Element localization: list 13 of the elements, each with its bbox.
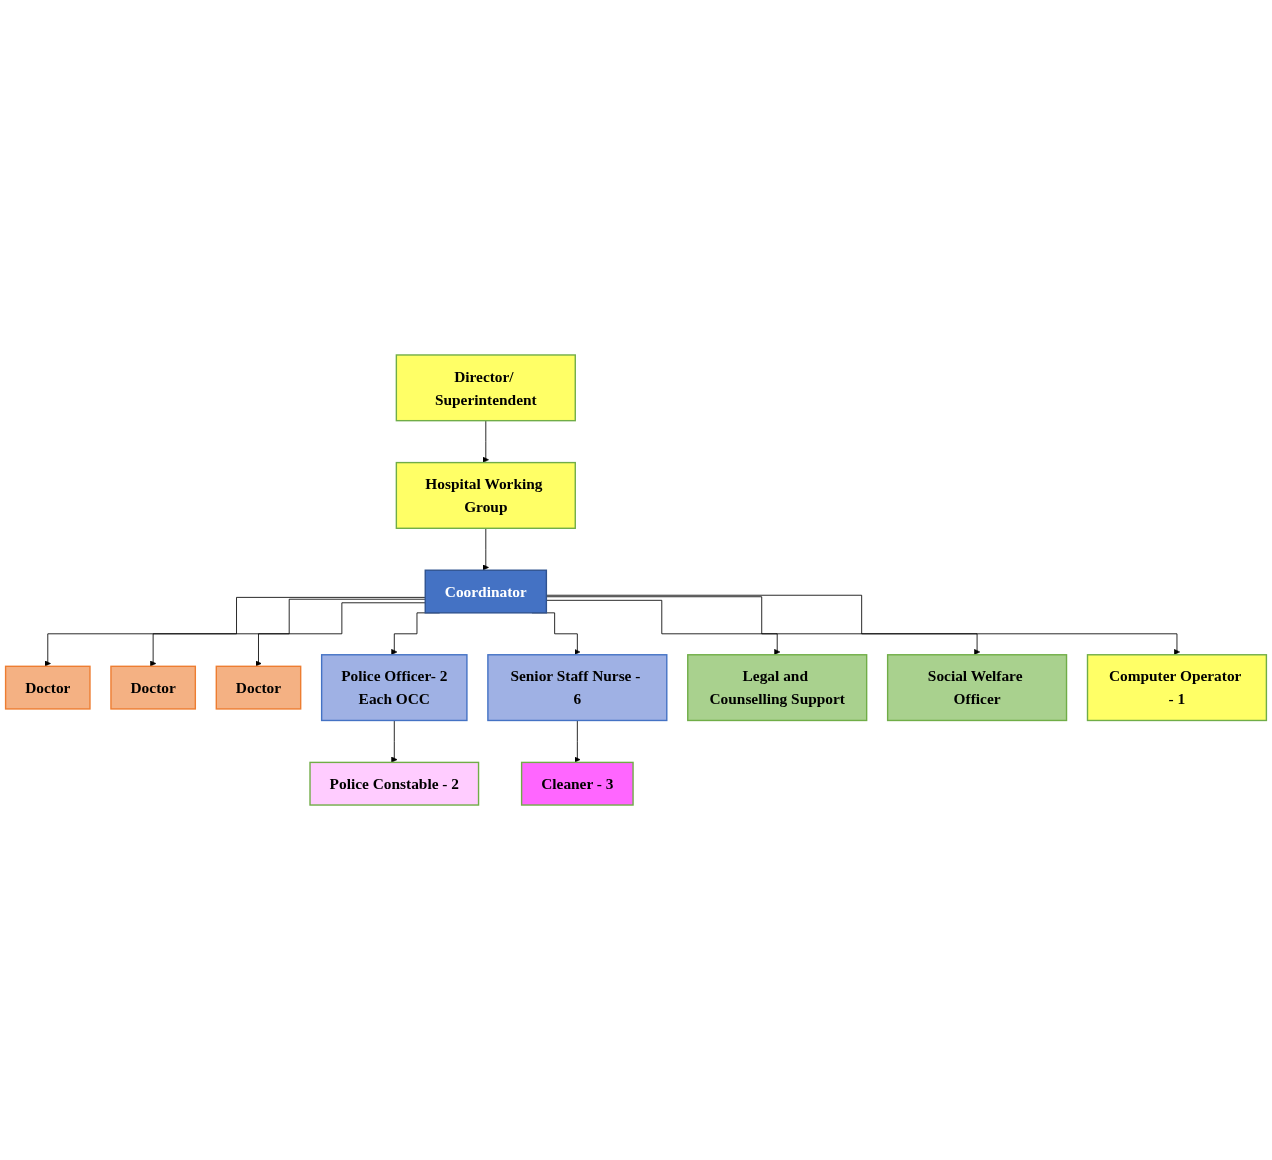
node-box: Hospital Working Group — [395, 461, 576, 529]
node-box: Doctor — [215, 665, 302, 710]
node-box: Doctor — [110, 665, 197, 710]
node-box: Police Officer- 2 Each OCC — [320, 654, 468, 722]
node-box: Cleaner - 3 — [520, 761, 634, 806]
node-box: Coordinator — [424, 569, 548, 614]
node-box: Computer Operator - 1 — [1086, 654, 1268, 722]
node-box: Social Welfare Officer — [886, 654, 1068, 722]
node-box: Police Constable - 2 — [309, 761, 480, 806]
node-box: Director/ Superintendent — [395, 354, 576, 422]
node-box: Legal and Counselling Support — [687, 654, 868, 722]
node-box: Doctor — [4, 665, 91, 710]
node-box: Senior Staff Nurse - 6 — [487, 654, 668, 722]
